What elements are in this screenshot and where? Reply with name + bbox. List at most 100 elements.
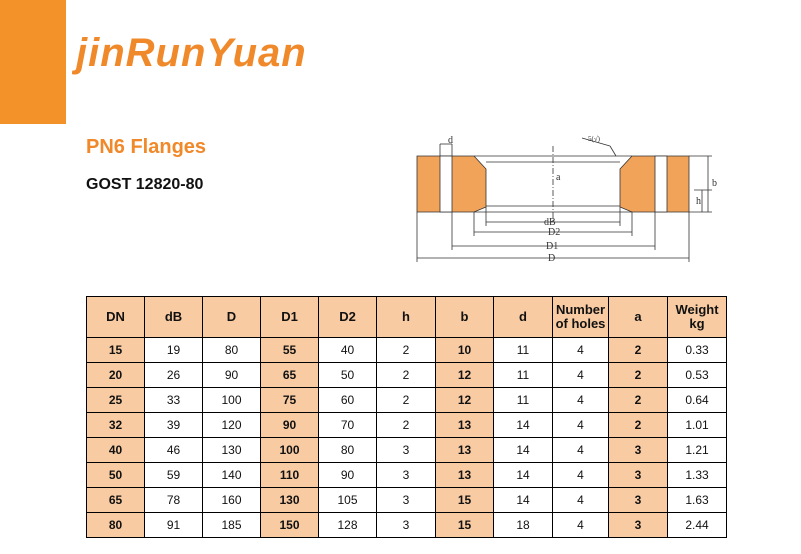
table-cell: 128 bbox=[318, 512, 377, 538]
table-cell: 91 bbox=[144, 512, 203, 538]
table-cell: 150 bbox=[260, 512, 319, 538]
table-cell: 15 bbox=[86, 337, 145, 363]
table-cell: 3 bbox=[376, 512, 436, 538]
table-cell: 14 bbox=[493, 412, 553, 438]
table-cell: 80 bbox=[86, 512, 145, 538]
table-cell: 2 bbox=[376, 387, 436, 413]
table-cell: 13 bbox=[435, 462, 494, 488]
table-cell: 4 bbox=[552, 337, 609, 363]
table-cell: 12 bbox=[435, 387, 494, 413]
table-cell: 14 bbox=[493, 437, 553, 463]
table-cell: 50 bbox=[86, 462, 145, 488]
table-cell: 130 bbox=[202, 437, 261, 463]
label-surface-finish: 5(√) bbox=[588, 135, 601, 143]
label-a: a bbox=[556, 172, 561, 183]
table-cell: 3 bbox=[376, 462, 436, 488]
table-cell: 10 bbox=[435, 337, 494, 363]
header-d1: D1 bbox=[260, 296, 319, 338]
label-D2: D2 bbox=[548, 227, 560, 238]
header-db: dB bbox=[144, 296, 203, 338]
table-cell: 70 bbox=[318, 412, 377, 438]
table-cell: 80 bbox=[318, 437, 377, 463]
flange-right-section bbox=[619, 155, 690, 213]
table-cell: 40 bbox=[86, 437, 145, 463]
table-cell: 60 bbox=[318, 387, 377, 413]
table-cell: 1.33 bbox=[667, 462, 727, 488]
table-cell: 11 bbox=[493, 362, 553, 388]
table-cell: 15 bbox=[435, 512, 494, 538]
table-cell: 11 bbox=[493, 387, 553, 413]
header-a: a bbox=[608, 296, 668, 338]
table-cell: 14 bbox=[493, 487, 553, 513]
header-d2: D2 bbox=[318, 296, 377, 338]
table-cell: 19 bbox=[144, 337, 203, 363]
table-cell: 40 bbox=[318, 337, 377, 363]
table-cell: 105 bbox=[318, 487, 377, 513]
flange-cross-section-drawing: d dB D2 D1 D a b h 5(√) bbox=[416, 135, 717, 264]
table-cell: 11 bbox=[493, 337, 553, 363]
brand-corner-block bbox=[0, 0, 66, 124]
header-h: h bbox=[376, 296, 436, 338]
table-cell: 2 bbox=[376, 337, 436, 363]
bolt-hole-right bbox=[654, 155, 668, 213]
table-cell: 12 bbox=[435, 362, 494, 388]
header-d-hole: d bbox=[493, 296, 553, 338]
table-cell: 130 bbox=[260, 487, 319, 513]
table-cell: 3 bbox=[608, 512, 668, 538]
table-cell: 78 bbox=[144, 487, 203, 513]
table-cell: 4 bbox=[552, 387, 609, 413]
table-cell: 0.64 bbox=[667, 387, 727, 413]
table-cell: 185 bbox=[202, 512, 261, 538]
table-cell: 90 bbox=[260, 412, 319, 438]
header-dn: DN bbox=[86, 296, 145, 338]
header-number-of-holes: Number of holes bbox=[552, 296, 609, 338]
table-cell: 59 bbox=[144, 462, 203, 488]
table-cell: 2 bbox=[376, 362, 436, 388]
table-cell: 2 bbox=[608, 412, 668, 438]
table-cell: 65 bbox=[86, 487, 145, 513]
table-cell: 100 bbox=[202, 387, 261, 413]
table-cell: 50 bbox=[318, 362, 377, 388]
table-cell: 14 bbox=[493, 462, 553, 488]
table-cell: 2 bbox=[608, 362, 668, 388]
table-cell: 75 bbox=[260, 387, 319, 413]
table-cell: 20 bbox=[86, 362, 145, 388]
table-cell: 18 bbox=[493, 512, 553, 538]
table-cell: 120 bbox=[202, 412, 261, 438]
flange-spec-table: DN dB D D1 D2 h b d Number of holes a We… bbox=[86, 296, 727, 538]
header-weight: Weight kg bbox=[667, 296, 727, 338]
label-D: D bbox=[548, 253, 555, 264]
table-header-row: DN dB D D1 D2 h b d Number of holes a We… bbox=[86, 296, 727, 338]
table-cell: 2.44 bbox=[667, 512, 727, 538]
table-cell: 4 bbox=[552, 462, 609, 488]
table-cell: 33 bbox=[144, 387, 203, 413]
table-cell: 26 bbox=[144, 362, 203, 388]
table-cell: 3 bbox=[608, 487, 668, 513]
table-cell: 15 bbox=[435, 487, 494, 513]
table-cell: 39 bbox=[144, 412, 203, 438]
table-cell: 160 bbox=[202, 487, 261, 513]
table-cell: 65 bbox=[260, 362, 319, 388]
table-cell: 80 bbox=[202, 337, 261, 363]
table-cell: 90 bbox=[202, 362, 261, 388]
standard-subtitle: GOST 12820-80 bbox=[86, 176, 204, 193]
table-cell: 4 bbox=[552, 437, 609, 463]
table-cell: 2 bbox=[608, 337, 668, 363]
table-cell: 4 bbox=[552, 362, 609, 388]
bolt-hole-left bbox=[439, 155, 453, 213]
label-D1: D1 bbox=[546, 241, 558, 252]
table-cell: 4 bbox=[552, 412, 609, 438]
header-d-outer: D bbox=[202, 296, 261, 338]
table-cell: 3 bbox=[608, 462, 668, 488]
table-cell: 13 bbox=[435, 412, 494, 438]
table-cell: 1.63 bbox=[667, 487, 727, 513]
table-cell: 46 bbox=[144, 437, 203, 463]
table-cell: 32 bbox=[86, 412, 145, 438]
table-cell: 4 bbox=[552, 487, 609, 513]
